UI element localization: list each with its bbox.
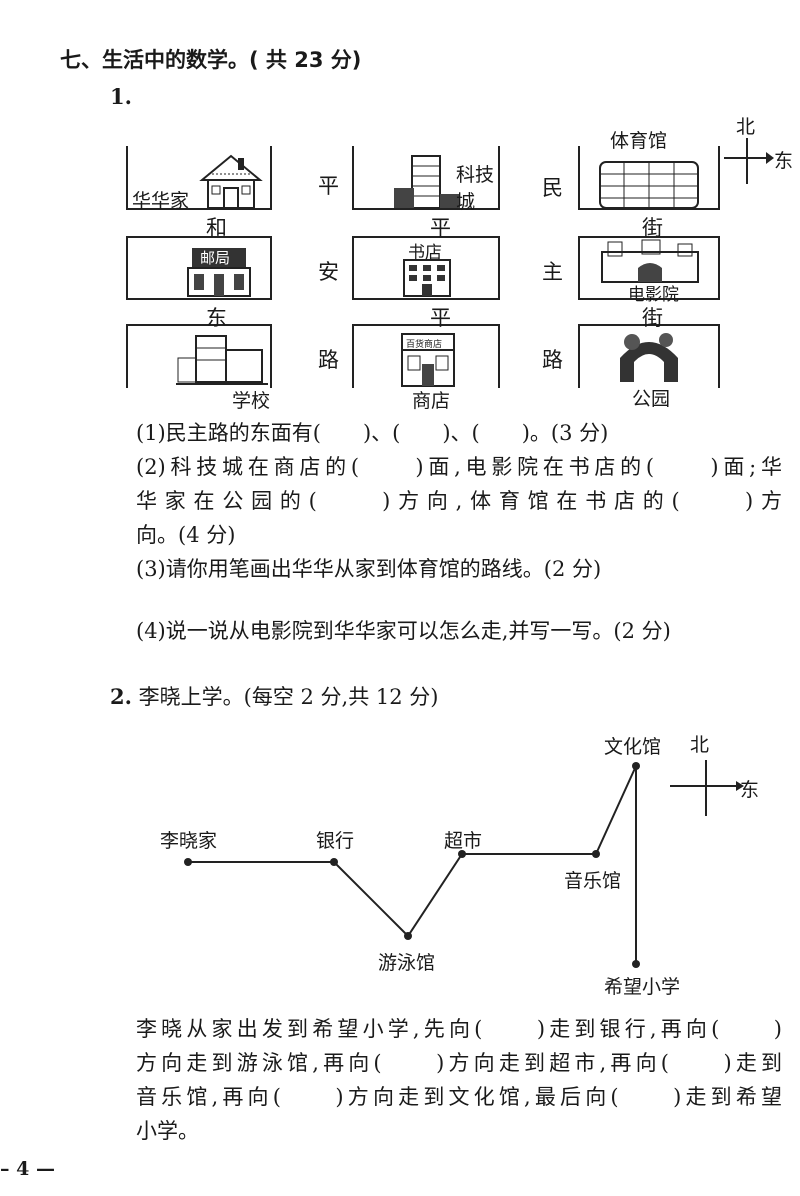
label-school: 希望小学 [604, 976, 681, 998]
question-1-number: 1. [110, 84, 132, 109]
section-title: 七、生活中的数学。( 共 23 分) [60, 48, 362, 72]
label-culture: 文化馆 [604, 736, 662, 758]
huahua-home-label: 华华家 [132, 190, 190, 212]
point-bank [330, 858, 338, 866]
compass2-arrow-icon [736, 781, 744, 791]
compass2-north-label: 北 [690, 734, 710, 756]
street-min: 民 [542, 176, 563, 200]
street-lu-1: 路 [318, 348, 339, 372]
street-jie-2: 街 [642, 306, 663, 330]
store-icon [401, 333, 455, 387]
q2-title: 李晓上学。(每空 2 分,共 12 分) [138, 685, 439, 709]
compass-1: 北 东 [722, 112, 794, 192]
street-jie-1: 街 [642, 216, 663, 240]
compass-arrow-icon [766, 152, 774, 164]
street-an: 安 [318, 260, 339, 284]
q2-text-line1: 李晓从家出发到希望小学,先向( )走到银行,再向( ) [136, 1017, 782, 1041]
q1-question-2-line2: 华家在公园的( )方向,体育馆在书店的( )方 [136, 489, 782, 513]
q2-route-map [184, 760, 744, 968]
point-school [632, 960, 640, 968]
label-bank: 银行 [316, 830, 355, 852]
point-music [592, 850, 600, 858]
compass-east-label: 东 [774, 150, 794, 172]
store-sign: 百货商店 [406, 340, 443, 350]
tech-city-label: 科技城 [456, 164, 495, 213]
street-ping-3: 平 [430, 306, 451, 330]
q2-heading: 2. 李晓上学。(每空 2 分,共 12 分) [110, 684, 439, 709]
map-cell-post-office: 邮局 [126, 236, 272, 300]
bookstore-label: 书店 [408, 243, 442, 263]
street-ping-2: 平 [430, 216, 451, 240]
street-dong: 东 [206, 306, 227, 330]
map-cell-park [578, 324, 720, 388]
map-cell-huahua-home: 华华家 [126, 146, 272, 212]
point-home [184, 858, 192, 866]
school-icon [176, 335, 268, 385]
cinema-label: 电影院 [628, 285, 679, 305]
post-office-icon [187, 248, 251, 297]
q2-text-line4: 小学。 [136, 1119, 199, 1143]
street-lu-2: 路 [542, 348, 563, 372]
stadium-label: 体育馆 [610, 126, 668, 153]
label-pool: 游泳馆 [378, 952, 436, 974]
bookstore-icon [403, 259, 451, 297]
house-icon [199, 154, 263, 209]
compass-north-label: 北 [736, 116, 756, 138]
q2-text-line3: 音乐馆,再向( )方向走到文化馆,最后向( )走到希望 [136, 1085, 782, 1109]
q2-text: 李晓从家出发到希望小学,先向( )走到银行,再向( ) 方向走到游泳馆,再向( … [136, 1012, 782, 1148]
park-gate-icon [620, 333, 678, 382]
cinema-icon [601, 239, 699, 283]
q1-question-4: (4)说一说从电影院到华华家可以怎么走,并写一写。(2 分) [136, 619, 671, 643]
map-cell-cinema: 电影院 [578, 236, 720, 305]
skyscraper-icon [394, 155, 460, 209]
compass2-east-label: 东 [740, 779, 760, 801]
point-pool [404, 932, 412, 940]
street-ping-1: 平 [318, 174, 339, 198]
street-zhu: 主 [542, 260, 563, 284]
page-number: – 4 — [0, 1158, 55, 1180]
map-cell-school [126, 324, 272, 388]
street-he: 和 [206, 216, 227, 240]
q1-question-2-line3: 向。(4 分) [136, 523, 236, 547]
post-office-label: 邮局 [200, 249, 231, 267]
label-home: 李晓家 [160, 830, 218, 852]
q1-questions: (1)民主路的东面有( )、( )、( )。(3 分) (2)科技城在商店的( … [136, 416, 782, 586]
q2-text-line2: 方向走到游泳馆,再向( )方向走到超市,再向( )走到 [136, 1051, 782, 1075]
map-cell-bookstore: 书店 [352, 236, 500, 300]
park-label: 公园 [632, 388, 671, 410]
q1-question-1: (1)民主路的东面有( )、( )、( )。(3 分) [136, 421, 609, 445]
map-cell-stadium: 体育馆 [578, 126, 720, 210]
map-cell-tech-city: 科技城 [352, 146, 500, 213]
q1-question-2-line1: (2)科技城在商店的( )面,电影院在书店的( )面;华 [136, 455, 782, 479]
point-culture [632, 762, 640, 770]
q1-question-3: (3)请你用笔画出华华从家到体育馆的路线。(2 分) [136, 557, 602, 581]
map-cell-store: 百货商店 [352, 324, 500, 388]
compass-ew-line [724, 157, 772, 159]
store-label: 商店 [412, 390, 451, 412]
stadium-icon [599, 161, 699, 209]
label-music: 音乐馆 [564, 870, 622, 892]
label-market: 超市 [444, 830, 483, 852]
route-line [188, 765, 637, 964]
point-market [458, 850, 466, 858]
school-label: 学校 [232, 390, 271, 412]
compass-ns-line [746, 138, 748, 184]
